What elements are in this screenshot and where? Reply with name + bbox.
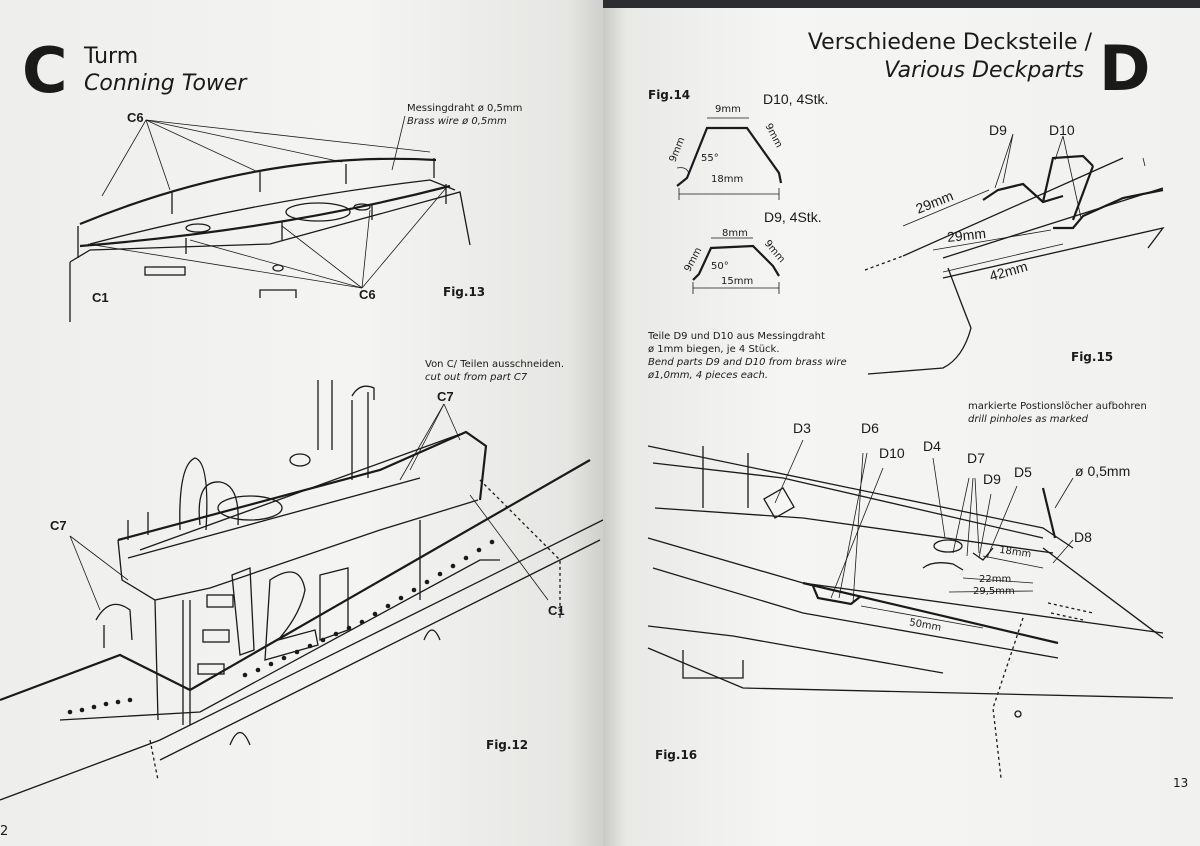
label-c1-fig13: C1 bbox=[92, 290, 109, 305]
fig16-label-d5: D5 bbox=[1014, 464, 1032, 480]
cut-note-en: cut out from part C7 bbox=[425, 372, 528, 383]
section-title-de: Turm bbox=[84, 44, 139, 69]
d10-caption: D10, 4Stk. bbox=[763, 91, 829, 107]
holes-note-en: drill pinholes as marked bbox=[968, 414, 1088, 425]
section-letter-c: C bbox=[22, 34, 68, 107]
wire-note-en: Brass wire ø 0,5mm bbox=[407, 116, 507, 127]
fig15-drawing bbox=[864, 133, 1165, 375]
cut-note-de: Von C/ Teilen ausschneiden. bbox=[425, 359, 565, 370]
bend-note-en-2: ø1,0mm, 4 pieces each. bbox=[648, 370, 769, 381]
fig16-dim-29: 29,5mm bbox=[973, 586, 1015, 597]
section-title-de-right: Verschiedene Decksteile / bbox=[807, 30, 1092, 55]
fig16-caption: Fig.16 bbox=[655, 748, 698, 762]
fig16-dim-22: 22mm bbox=[979, 574, 1012, 585]
page-number-right: 13 bbox=[1173, 776, 1189, 790]
d9-angle: 50° bbox=[711, 261, 729, 272]
fig14-drawing bbox=[676, 117, 783, 294]
fig13-caption: Fig.13 bbox=[443, 285, 486, 299]
label-c1-fig12: C1 bbox=[548, 603, 565, 618]
section-letter-d: D bbox=[1099, 32, 1151, 105]
d10-angle: 55° bbox=[701, 153, 719, 164]
bend-note-de-2: ø 1mm biegen, je 4 Stück. bbox=[648, 344, 780, 355]
fig16-label-wire: ø 0,5mm bbox=[1075, 463, 1131, 479]
fig12-caption: Fig.12 bbox=[486, 738, 529, 752]
fig16-label-d7: D7 bbox=[967, 450, 985, 466]
bend-note-en-1: Bend parts D9 and D10 from brass wire bbox=[648, 357, 847, 368]
label-c7-left: C7 bbox=[50, 518, 67, 533]
fig16-label-d4: D4 bbox=[923, 438, 941, 454]
fig13-drawing bbox=[69, 115, 471, 322]
d9-dim-top: 8mm bbox=[722, 228, 748, 239]
label-c7-right: C7 bbox=[437, 389, 454, 404]
section-title-en: Conning Tower bbox=[84, 71, 247, 96]
holes-note-de: markierte Postionslöcher aufbohren bbox=[968, 401, 1147, 412]
fig14-caption: Fig.14 bbox=[648, 88, 691, 102]
d10-dim-bottom: 18mm bbox=[711, 174, 744, 185]
fig15-label-d10: D10 bbox=[1049, 122, 1075, 138]
wire-note-de: Messingdraht ø 0,5mm bbox=[407, 103, 523, 114]
d10-dim-top: 9mm bbox=[715, 104, 741, 115]
fig16-label-d3: D3 bbox=[793, 420, 811, 436]
fig12-drawing bbox=[0, 380, 603, 801]
label-c6-bottom: C6 bbox=[359, 287, 376, 302]
label-c6-top: C6 bbox=[127, 110, 144, 125]
fig16-label-d9: D9 bbox=[983, 471, 1001, 487]
d9-dim-bottom: 15mm bbox=[721, 276, 754, 287]
fig16-label-d8: D8 bbox=[1074, 529, 1092, 545]
left-page: C Turm Conning Tower Messingdraht ø 0, bbox=[0, 0, 603, 846]
fig16-label-d10: D10 bbox=[879, 445, 905, 461]
right-page: Verschiedene Decksteile / Various Deckpa… bbox=[603, 8, 1200, 846]
bend-note-de-1: Teile D9 und D10 aus Messingdraht bbox=[648, 331, 825, 342]
fig16-label-d6: D6 bbox=[861, 420, 879, 436]
page-number-left: 2 bbox=[0, 824, 9, 839]
section-title-en-right: Various Deckparts bbox=[883, 58, 1084, 83]
d9-caption: D9, 4Stk. bbox=[764, 209, 822, 225]
flood-holes bbox=[67, 539, 495, 715]
fig15-label-d9: D9 bbox=[989, 122, 1007, 138]
fig15-caption: Fig.15 bbox=[1071, 350, 1114, 364]
fig16-drawing bbox=[647, 439, 1174, 779]
